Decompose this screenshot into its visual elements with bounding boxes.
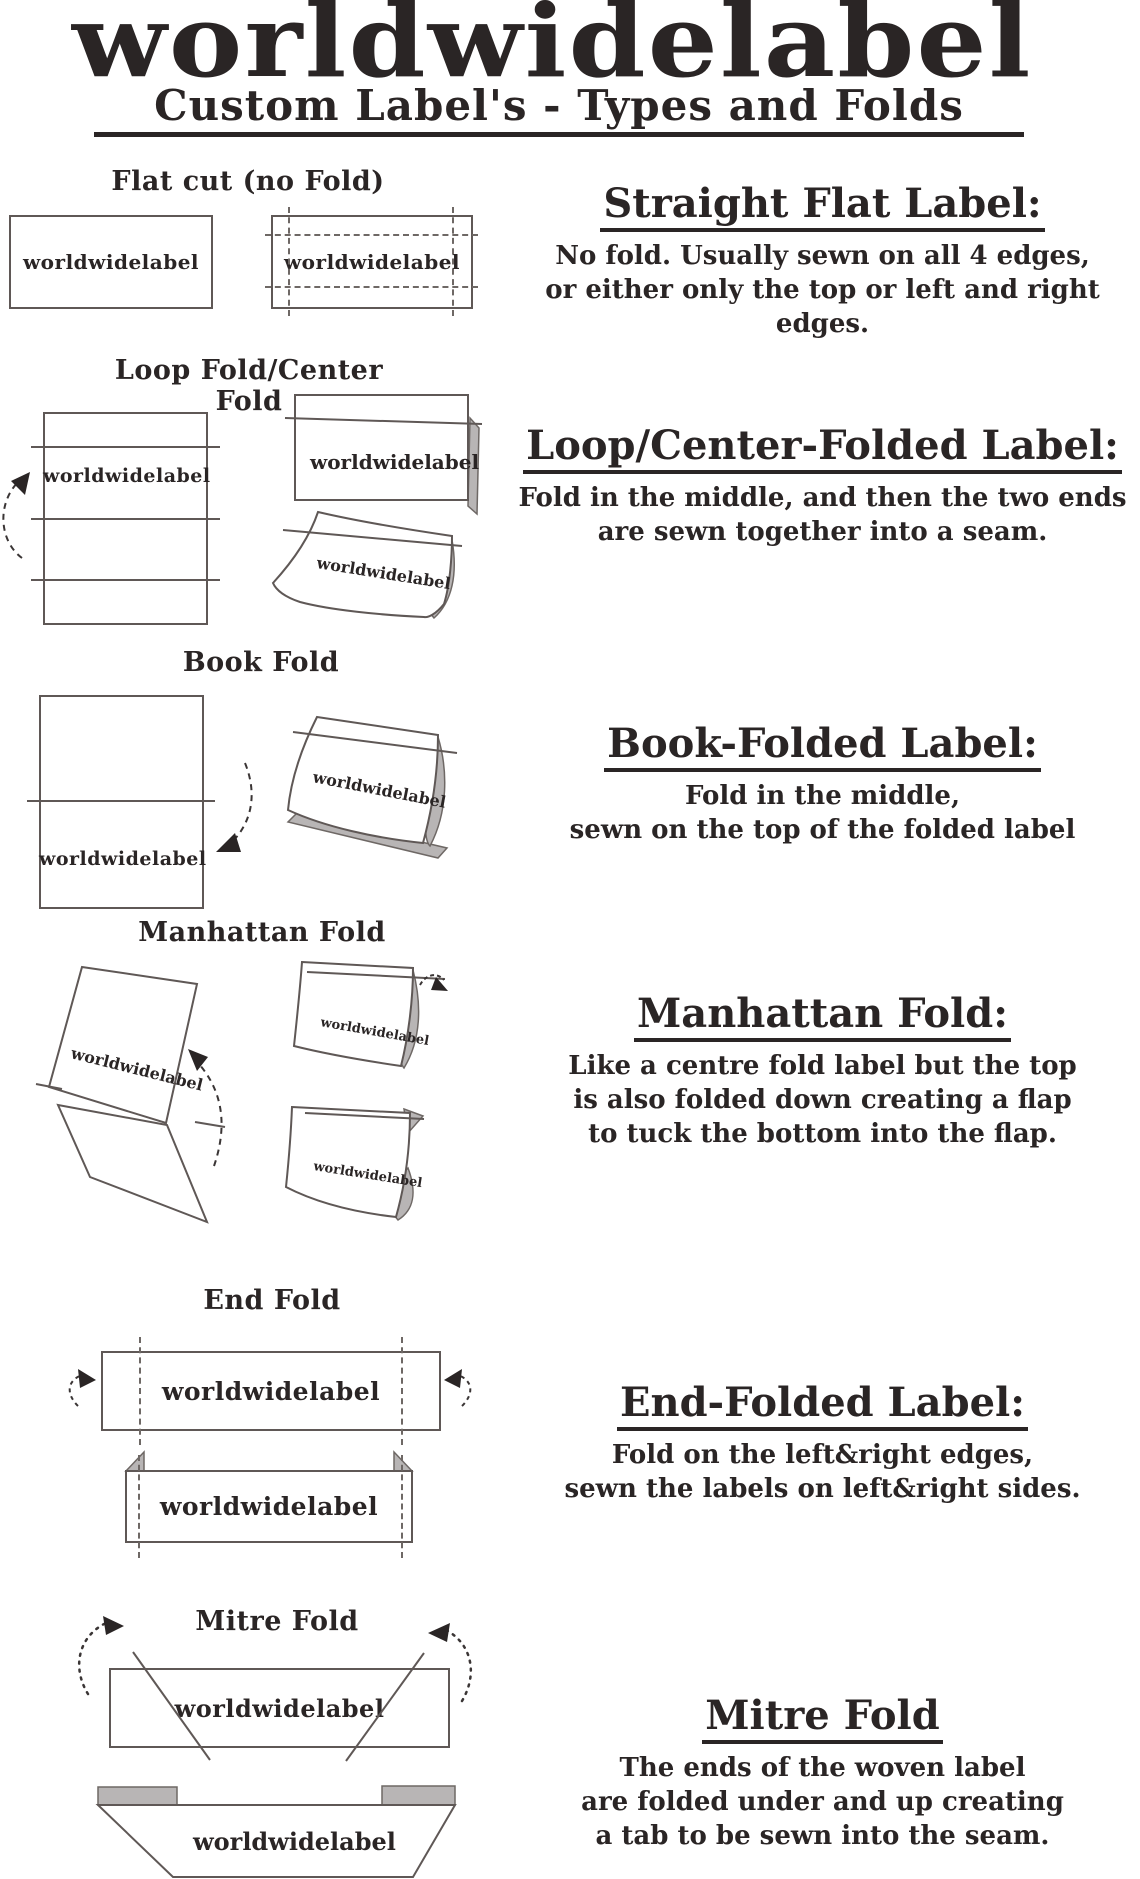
book-desc-line: sewn on the top of the folded label [569, 814, 1076, 845]
brand-text: worldwidelabel [39, 848, 207, 870]
loop-folded-label-diagram: worldwidelabel worldwidelabel [271, 394, 483, 620]
flat-section-title: Flat cut (no Fold) [111, 166, 385, 197]
mitre-desc-line: are folded under and up creating [581, 1786, 1064, 1817]
end-fold-arrows [68, 1369, 472, 1407]
manhattan-tucked-label-diagram: worldwidelabel [284, 1105, 425, 1221]
mitre-fold-guides [132, 1651, 425, 1762]
fold-guide-line [401, 1455, 403, 1558]
loop-desc-line: Fold in the middle, and then the two end… [518, 482, 1127, 513]
book-fold-arrow-icon [216, 762, 253, 852]
page-title: Custom Label's - Types and Folds [94, 83, 1024, 138]
fold-guide-line [401, 1337, 403, 1445]
manhattan-description: Manhattan Fold: Like a centre fold label… [505, 991, 1140, 1151]
mitre-desc-line: The ends of the woven label [619, 1752, 1026, 1783]
manhattan-desc-line: to tuck the bottom into the flap. [588, 1118, 1057, 1149]
flat-desc-line: or either only the top or left and right… [545, 274, 1100, 339]
stitch-guide-line [288, 207, 290, 316]
mitre-label-flat: worldwidelabel [109, 1668, 450, 1748]
flat-desc-line: No fold. Usually sewn on all 4 edges, [555, 240, 1090, 271]
mitre-folded-label-diagram: worldwidelabel [95, 1785, 457, 1878]
flat-description: Straight Flat Label: No fold. Usually se… [505, 181, 1140, 341]
end-label-flat: worldwidelabel [101, 1351, 441, 1431]
fold-line [31, 446, 220, 448]
end-description: End-Folded Label: Fold on the left&right… [505, 1380, 1140, 1506]
brand-text: worldwidelabel [161, 1376, 381, 1406]
flat-label-plain: worldwidelabel [9, 215, 213, 309]
fold-arrow-icon [428, 1623, 450, 1642]
flat-label-stitch-guides: worldwidelabel [271, 215, 473, 309]
fold-line [31, 579, 220, 581]
folded-tab [393, 1450, 414, 1472]
book-section-title: Book Fold [182, 647, 340, 678]
manhattan-open-label-diagram: worldwidelabel [35, 965, 226, 1224]
brand-text: worldwidelabel [174, 1693, 385, 1723]
loop-fold-arrow-icon [2, 472, 30, 559]
manhattan-top-fold-diagram: worldwidelabel [292, 960, 448, 1070]
brand-logo: worldwidelabel [72, 0, 1033, 100]
end-heading: End-Folded Label: [617, 1380, 1028, 1431]
book-desc-line: Fold in the middle, [684, 780, 961, 811]
mitre-fold-arrows [77, 1616, 473, 1703]
brand-text: worldwidelabel [159, 1492, 379, 1521]
stitch-guide-line [265, 286, 478, 288]
brand-text: worldwidelabel [283, 250, 461, 274]
manhattan-heading: Manhattan Fold: [634, 991, 1011, 1042]
loop-desc-line: are sewn together into a seam. [597, 516, 1048, 547]
end-desc-line: Fold on the left&right edges, [611, 1439, 1034, 1470]
loop-section-title: Loop Fold/Center Fold [114, 355, 384, 417]
mitre-section-title: Mitre Fold [195, 1606, 359, 1637]
stitch-guide-line [452, 207, 454, 316]
end-desc-line: sewn the labels on left&right sides. [564, 1473, 1081, 1504]
fold-line [31, 518, 220, 520]
fold-arrow-icon [103, 1616, 124, 1635]
mitre-heading: Mitre Fold [702, 1693, 943, 1744]
folded-tab [124, 1450, 145, 1472]
mitre-desc-line: a tab to be sewn into the seam. [595, 1820, 1050, 1851]
manhattan-section-title: Manhattan Fold [138, 917, 386, 948]
brand-text: worldwidelabel [22, 250, 200, 274]
book-heading: Book-Folded Label: [604, 721, 1041, 772]
mitre-guide-line [345, 1652, 425, 1762]
fold-guide-line [139, 1337, 141, 1445]
folded-tab [97, 1786, 178, 1806]
mitre-description: Mitre Fold The ends of the woven label a… [505, 1693, 1140, 1853]
brand-text: worldwidelabel [43, 465, 211, 487]
end-section-title: End Fold [203, 1285, 341, 1316]
manhattan-desc-line: Like a centre fold label but the top [568, 1050, 1077, 1081]
fold-arrow-icon [444, 1369, 462, 1388]
mitre-guide-line [132, 1651, 211, 1761]
book-label-flat [39, 695, 204, 909]
stitch-guide-line [265, 234, 478, 236]
fold-guide-line [138, 1455, 140, 1558]
book-folded-label-diagram: worldwidelabel [286, 715, 458, 859]
flat-heading: Straight Flat Label: [600, 181, 1045, 232]
brand-text: worldwidelabel [192, 1827, 396, 1856]
end-label-folded: worldwidelabel [125, 1470, 413, 1543]
fold-line [27, 800, 215, 802]
loop-heading: Loop/Center-Folded Label: [523, 423, 1122, 474]
book-description: Book-Folded Label: Fold in the middle, s… [505, 721, 1140, 847]
fold-arrow-icon [188, 1049, 208, 1071]
brand-text: worldwidelabel [309, 450, 479, 474]
folded-tab [381, 1785, 456, 1806]
manhattan-desc-line: is also folded down creating a flap [573, 1084, 1072, 1115]
fold-arrow-icon [431, 977, 448, 991]
loop-description: Loop/Center-Folded Label: Fold in the mi… [505, 423, 1140, 549]
fold-arrow-icon [78, 1369, 96, 1388]
